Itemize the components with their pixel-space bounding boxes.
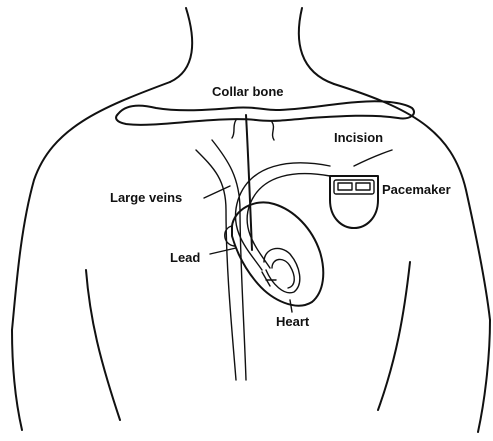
large-veins-pointer	[204, 186, 230, 198]
neck-right	[299, 8, 334, 84]
pacemaker-port-left	[338, 183, 352, 190]
pacemaker-body	[330, 176, 378, 228]
collar-bone-shape	[116, 101, 414, 125]
pacemaker-header	[334, 180, 374, 194]
arm-outer-right	[478, 320, 490, 432]
neck-left	[170, 8, 192, 82]
heart-label: Heart	[276, 314, 310, 329]
lead-pointer	[210, 248, 236, 254]
collar-bone-notch-right	[272, 122, 274, 140]
shoulder-left	[12, 82, 170, 330]
shoulder-right	[334, 84, 490, 320]
body-outline	[12, 8, 490, 432]
arm-inner-right	[378, 262, 410, 410]
pacemaker-device	[330, 176, 378, 228]
incision-mark	[354, 150, 392, 166]
lead-wire-inner	[247, 174, 330, 268]
arm-outer-left	[12, 330, 22, 430]
collar-bone-notch-left	[232, 120, 236, 138]
pacemaker-port-right	[356, 183, 370, 190]
collar-bone-label: Collar bone	[212, 84, 284, 99]
heart-pointer	[290, 300, 292, 312]
heart-outline	[232, 202, 323, 305]
pacemaker-label: Pacemaker	[382, 182, 451, 197]
vein-left	[196, 150, 236, 380]
large-veins-label: Large veins	[110, 190, 182, 205]
large-veins	[196, 140, 246, 380]
arm-inner-left	[86, 270, 120, 420]
incision-label: Incision	[334, 130, 383, 145]
lead-label: Lead	[170, 250, 200, 265]
